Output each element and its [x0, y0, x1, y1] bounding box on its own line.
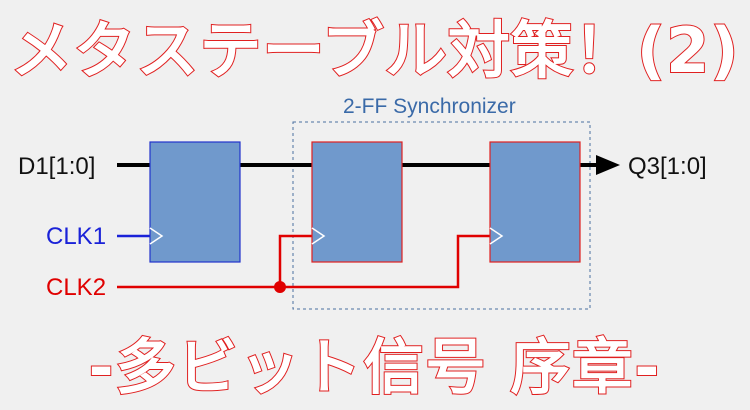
clk2-wire: [117, 234, 490, 289]
synchronizer-group-box: [292, 121, 591, 310]
flipflop-3: [489, 141, 581, 263]
synchronizer-label: 2-FF Synchronizer: [343, 95, 516, 118]
clock-triangle-icon: [489, 227, 504, 245]
clock-b-label: CLK2: [46, 274, 107, 301]
input-signal-label: D1[1:0]: [18, 153, 96, 180]
page-title: メタステーブル対策！(2): [9, 14, 740, 87]
clk2-branch-wire: [278, 234, 312, 287]
clock-triangle-icon: [311, 227, 326, 245]
clock-triangle-icon: [149, 227, 164, 245]
clk2-junction-dot: [274, 281, 286, 293]
flipflop-1: [149, 141, 241, 263]
flipflop-2: [311, 141, 403, 263]
output-signal-label: Q3[1:0]: [628, 153, 707, 180]
clock-a-label: CLK1: [46, 223, 107, 250]
page-subtitle: -多ビット信号 序章-: [88, 333, 662, 403]
data-arrow-icon: [596, 155, 620, 175]
